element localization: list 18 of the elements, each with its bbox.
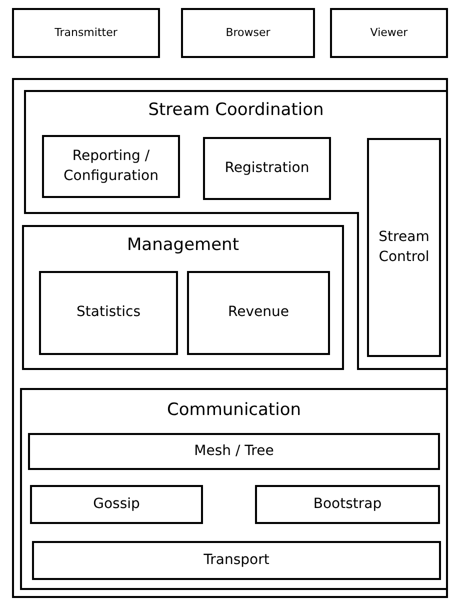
component-box: Browser xyxy=(181,8,315,58)
component-box: Statistics xyxy=(39,271,178,355)
component-box: Transmitter xyxy=(12,8,160,58)
component-box: Mesh / Tree xyxy=(28,433,440,470)
component-box: Viewer xyxy=(330,8,448,58)
component-box: Registration xyxy=(203,137,331,200)
layer-panel xyxy=(22,225,344,370)
component-box: Gossip xyxy=(30,485,203,524)
component-box: Bootstrap xyxy=(255,485,440,524)
layer-title: Communication xyxy=(167,400,301,420)
layer-title: Management xyxy=(127,235,239,255)
component-box: Transport xyxy=(32,541,441,580)
component-box: Revenue xyxy=(187,271,330,355)
component-box: Reporting / Configuration xyxy=(42,135,180,198)
component-box: Stream Control xyxy=(367,138,441,357)
outer-frame xyxy=(12,78,448,598)
layer-title: Stream Coordination xyxy=(148,100,324,120)
layer-panel xyxy=(20,388,448,590)
